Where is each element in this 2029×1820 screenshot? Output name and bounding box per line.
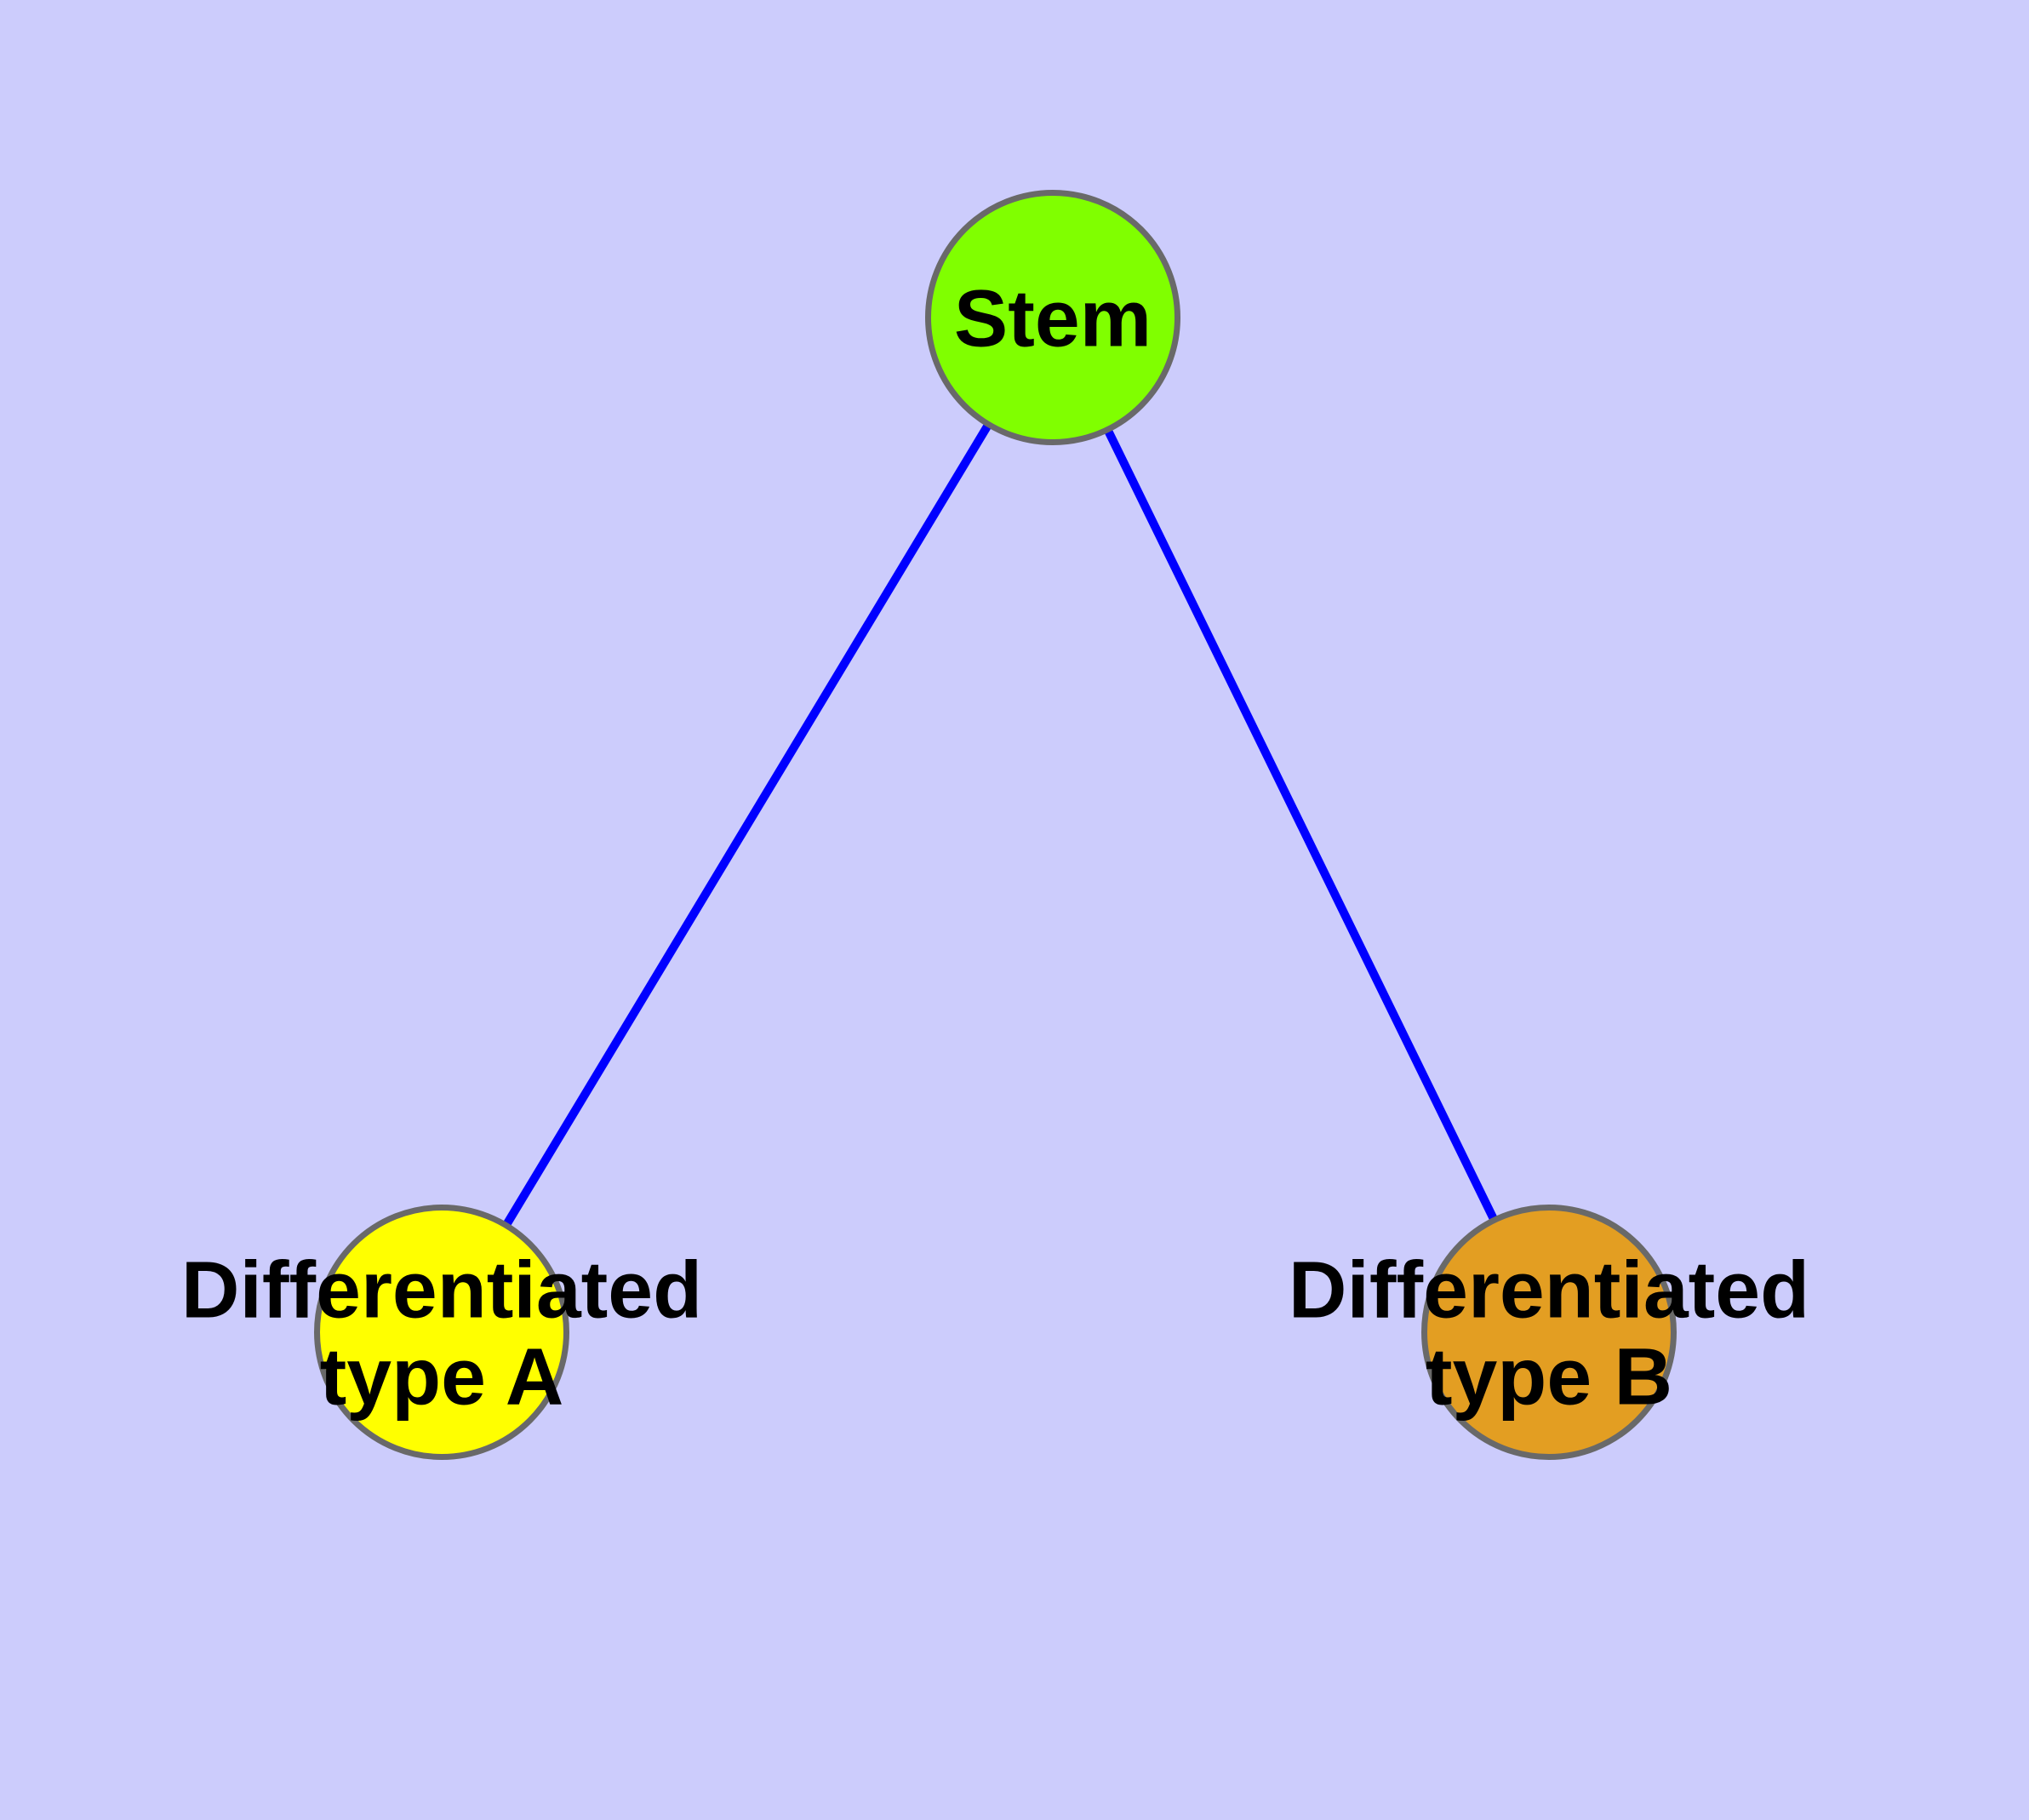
node-differentiated-type-a[interactable] (314, 1205, 569, 1460)
node-label-line: type B (1426, 1331, 1672, 1422)
node-differentiated-type-a-circle[interactable] (314, 1205, 569, 1460)
node-label-line: Differentiated (1289, 1245, 1809, 1335)
edge-stem-to-differentiated-type-b[interactable] (1049, 315, 1553, 1335)
node-stem-label: Stem (954, 273, 1152, 363)
node-label-line: Differentiated (181, 1245, 702, 1335)
nodes-layer (314, 190, 1677, 1460)
node-stem[interactable] (925, 190, 1180, 445)
node-label-line: type A (320, 1331, 564, 1422)
node-stem-circle[interactable] (925, 190, 1180, 445)
node-differentiated-type-b-circle[interactable] (1421, 1205, 1677, 1460)
edges-layer (437, 315, 1553, 1335)
edge-stem-to-differentiated-type-a[interactable] (437, 315, 1057, 1335)
node-differentiated-type-b[interactable] (1421, 1205, 1677, 1460)
node-label-line: Stem (954, 273, 1152, 363)
